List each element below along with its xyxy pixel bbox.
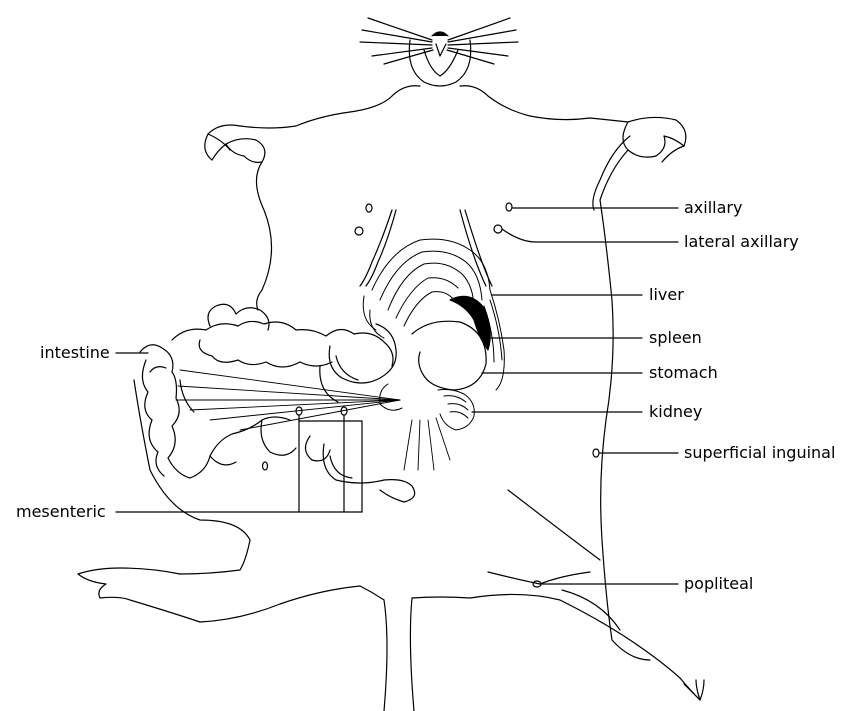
lymph-nodes bbox=[263, 203, 600, 587]
spleen bbox=[450, 296, 490, 350]
label-superficial-inguinal: superficial inguinal bbox=[684, 444, 835, 462]
whiskers bbox=[360, 18, 518, 64]
pelt-outline bbox=[78, 96, 704, 711]
label-liver: liver bbox=[649, 286, 684, 304]
head bbox=[392, 32, 488, 96]
kidney bbox=[380, 384, 475, 430]
label-spleen: spleen bbox=[649, 329, 702, 347]
stomach bbox=[412, 321, 486, 390]
label-lateral-axillary: lateral axillary bbox=[684, 233, 799, 251]
leader-lateral-axillary bbox=[502, 229, 678, 242]
label-axillary: axillary bbox=[684, 199, 742, 217]
label-mesenteric: mesenteric bbox=[16, 503, 106, 521]
label-kidney: kidney bbox=[649, 403, 702, 421]
label-popliteal: popliteal bbox=[684, 575, 753, 593]
label-intestine: intestine bbox=[40, 344, 110, 362]
label-stomach: stomach bbox=[649, 364, 718, 382]
mesentery bbox=[176, 370, 450, 470]
leader-lines bbox=[116, 208, 678, 584]
